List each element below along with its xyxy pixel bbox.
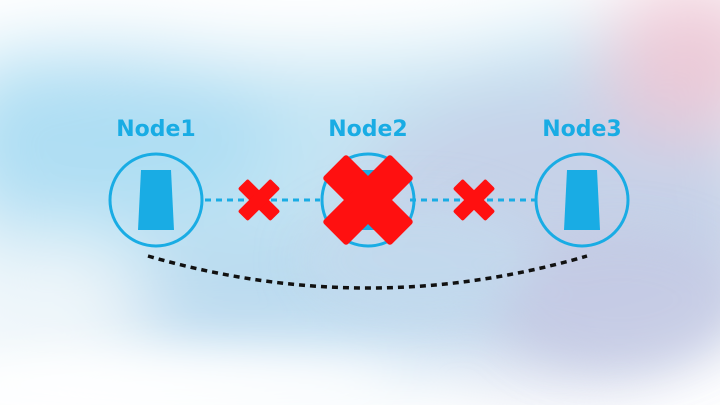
- server-icon: [564, 170, 600, 230]
- node-label: Node3: [542, 117, 622, 142]
- node-2: Node2: [320, 117, 416, 248]
- link-node1-node3: [147, 254, 588, 290]
- node-ring: [320, 152, 416, 248]
- broken-link-cross-icon: [238, 179, 280, 221]
- node-1: Node1: [108, 117, 204, 248]
- server-icon: [138, 170, 174, 230]
- failure-cross-icon: [323, 155, 413, 245]
- node-ring: [534, 152, 630, 248]
- node-3: Node3: [534, 117, 630, 248]
- node-ring: [108, 152, 204, 248]
- broken-link-cross-icon: [453, 179, 495, 221]
- node-label: Node2: [328, 117, 408, 142]
- node-label: Node1: [116, 117, 196, 142]
